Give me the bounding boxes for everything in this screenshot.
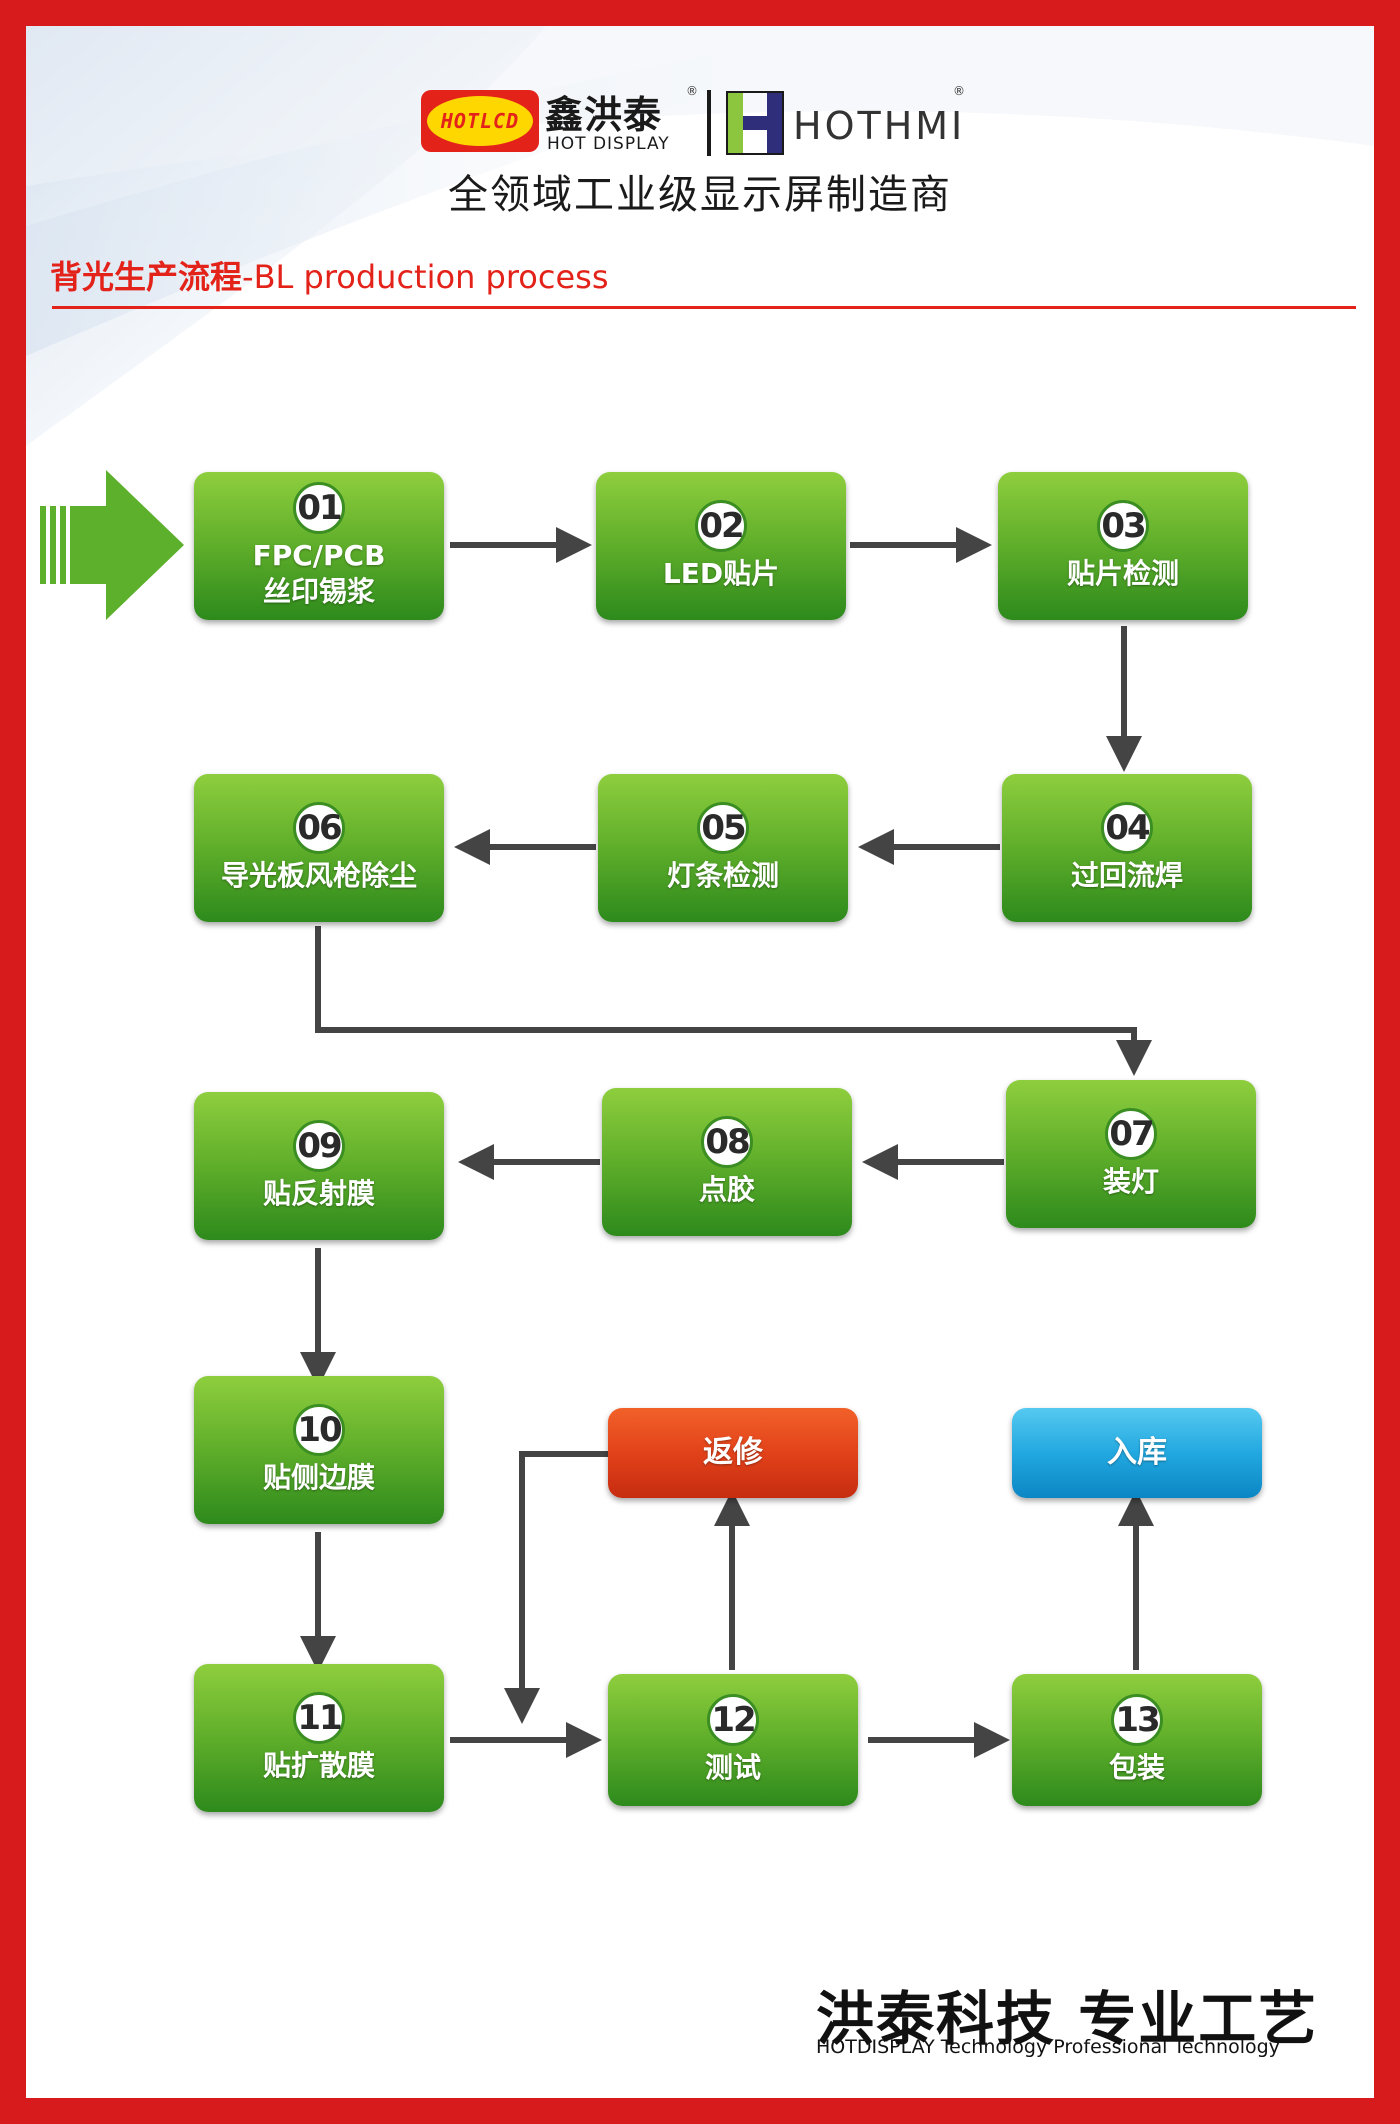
section-title-en: -BL production process <box>242 258 609 296</box>
step-label: 点胶 <box>698 1173 755 1206</box>
step-07-lamp-assembly: 07 装灯 <box>1006 1080 1256 1228</box>
flow-connectors <box>40 470 1154 1758</box>
step-label: LED贴片 <box>662 557 780 590</box>
step-01-fpc-pcb-printing: 01 FPC/PCB 丝印锡浆 <box>194 472 444 620</box>
logo-divider <box>707 90 711 156</box>
hotlcd-logo: HOTLCD <box>421 90 539 152</box>
step-number-badge: 08 <box>701 1116 753 1168</box>
step-10-side-film: 10 贴侧边膜 <box>194 1376 444 1524</box>
background-swoosh <box>26 26 1374 446</box>
footer-slogan-cn: 洪泰科技 专业工艺 <box>816 1985 1319 2053</box>
step-label: 包装 <box>1108 1751 1165 1784</box>
section-title: 背光生产流程-BL production process <box>50 252 608 298</box>
step-13-packaging: 13 包装 <box>1012 1674 1262 1806</box>
step-number-badge: 06 <box>293 802 345 854</box>
brand-name-en: HOT DISPLAY <box>547 134 670 154</box>
step-number-badge: 07 <box>1105 1108 1157 1160</box>
step-12-testing: 12 测试 <box>608 1674 858 1806</box>
step-11-diffuser-film: 11 贴扩散膜 <box>194 1664 444 1812</box>
step-09-reflective-film: 09 贴反射膜 <box>194 1092 444 1240</box>
step-number-badge: 02 <box>695 500 747 552</box>
step-label: 过回流焊 <box>1070 859 1183 892</box>
step-label: 测试 <box>704 1751 761 1784</box>
footer-slogan-en: HOTDISPLAY Technology Professional Techn… <box>816 2036 1280 2058</box>
warehouse-label: 入库 <box>1107 1435 1167 1470</box>
step-number-badge: 11 <box>293 1692 345 1744</box>
hothmi-h-icon <box>726 91 784 155</box>
step-05-lightbar-inspection: 05 灯条检测 <box>598 774 848 922</box>
registered-mark-2: ® <box>953 84 965 98</box>
company-tagline: 全领域工业级显示屏制造商 <box>448 172 952 218</box>
step-label: 贴扩散膜 <box>262 1749 375 1782</box>
step-label: FPC/PCB 丝印锡浆 <box>252 539 386 608</box>
step-number-badge: 09 <box>293 1120 345 1172</box>
section-title-cn: 背光生产流程 <box>50 258 243 296</box>
step-label: 灯条检测 <box>666 859 779 892</box>
step-number-badge: 13 <box>1111 1694 1163 1746</box>
rework-box: 返修 <box>608 1408 858 1498</box>
rework-label: 返修 <box>703 1435 763 1470</box>
step-number-badge: 03 <box>1097 500 1149 552</box>
brand-logo-bar: HOTLCD 鑫洪泰 ® HOT DISPLAY HOTHMI ® <box>421 62 981 172</box>
step-label: 贴反射膜 <box>262 1177 375 1210</box>
step-03-placement-inspection: 03 贴片检测 <box>998 472 1248 620</box>
brand-name-cn: 鑫洪泰 <box>545 93 663 137</box>
warehouse-box: 入库 <box>1012 1408 1262 1498</box>
step-number-badge: 10 <box>293 1404 345 1456</box>
step-04-reflow-soldering: 04 过回流焊 <box>1002 774 1252 922</box>
registered-mark: ® <box>686 84 698 98</box>
hotlcd-oval: HOTLCD <box>427 96 533 146</box>
arrow-rework-return <box>504 1451 608 1724</box>
entry-arrow <box>40 470 184 620</box>
hothmi-brand-text: HOTHMI <box>793 104 966 148</box>
step-label: 导光板风枪除尘 <box>220 859 417 892</box>
step-label: 装灯 <box>1102 1165 1159 1198</box>
arrow-06-07 <box>315 926 1152 1076</box>
step-02-led-placement: 02 LED贴片 <box>596 472 846 620</box>
title-underline <box>52 306 1356 309</box>
step-08-dispensing: 08 点胶 <box>602 1088 852 1236</box>
step-label: 贴片检测 <box>1066 557 1179 590</box>
step-number-badge: 12 <box>707 1694 759 1746</box>
step-number-badge: 01 <box>293 482 345 534</box>
step-number-badge: 05 <box>697 802 749 854</box>
hotlcd-badge-text: HOTLCD <box>440 109 520 133</box>
step-label: 贴侧边膜 <box>262 1461 375 1494</box>
step-number-badge: 04 <box>1101 802 1153 854</box>
poster-canvas: HOTLCD 鑫洪泰 ® HOT DISPLAY HOTHMI ® 全领域工业级… <box>26 26 1374 2098</box>
step-06-lightguide-dust-removal: 06 导光板风枪除尘 <box>194 774 444 922</box>
